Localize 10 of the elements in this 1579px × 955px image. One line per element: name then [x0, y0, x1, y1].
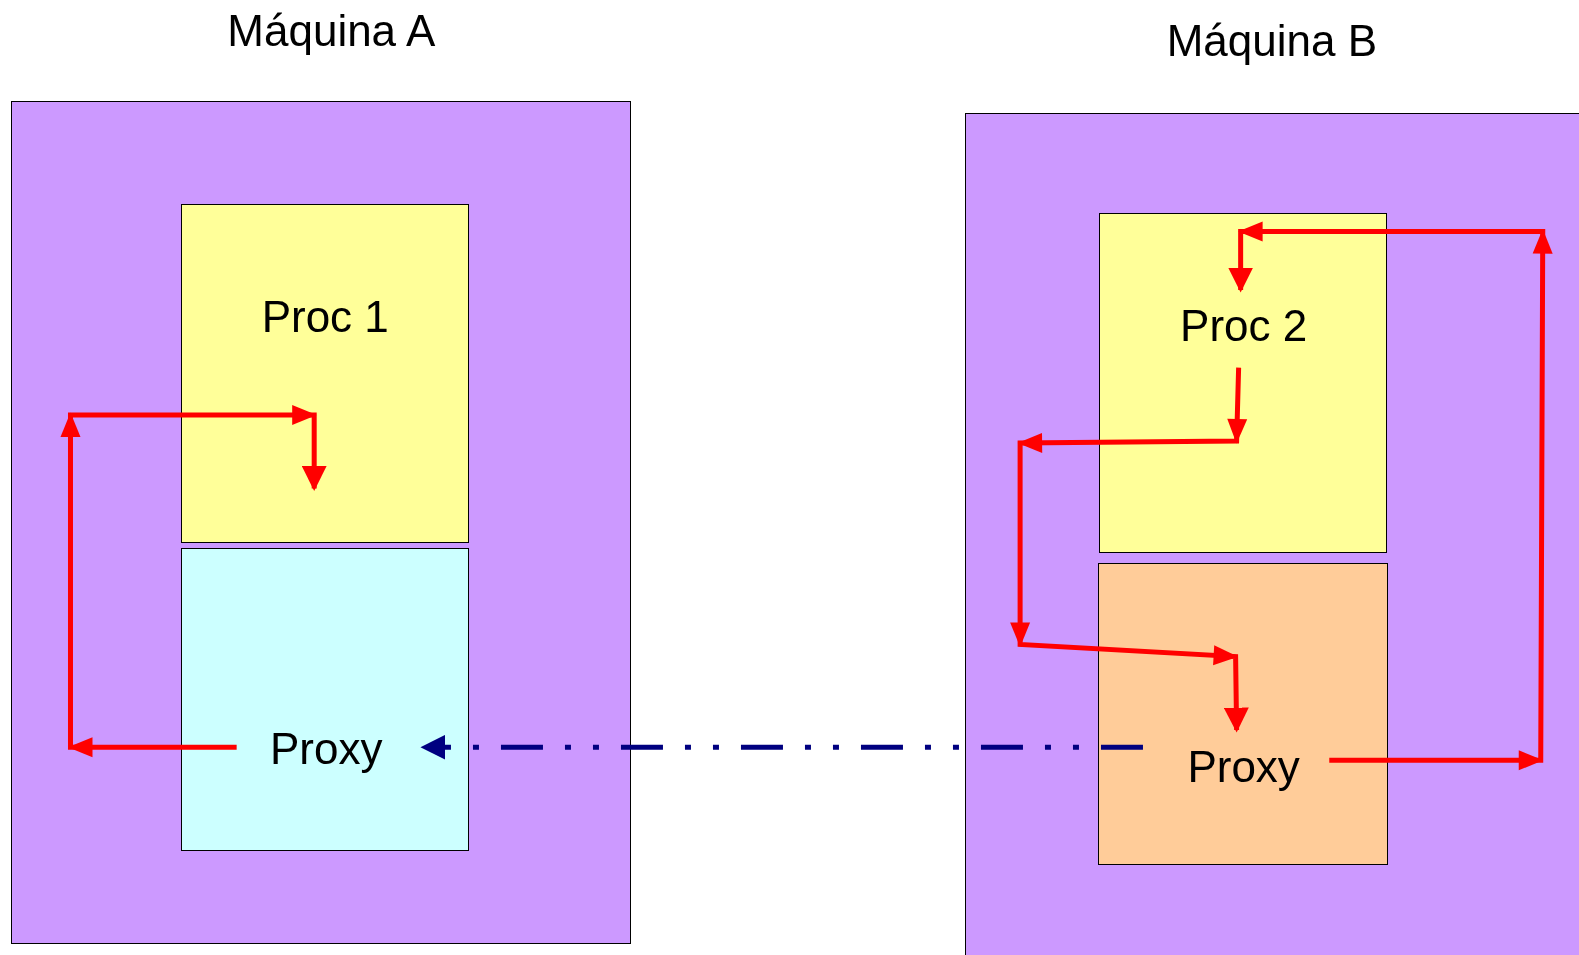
proxy-box	[181, 547, 470, 851]
proxy-label: Proxy	[270, 727, 383, 772]
process-box	[1098, 213, 1387, 553]
process-label: Proc 1	[261, 295, 389, 340]
process-box	[181, 204, 470, 543]
proxy-box	[1097, 562, 1388, 865]
proxy-label: Proxy	[1187, 745, 1300, 790]
machine-title: Máquina A	[227, 9, 436, 54]
machine-title: Máquina B	[1166, 19, 1377, 64]
process-label: Proc 2	[1180, 304, 1308, 349]
